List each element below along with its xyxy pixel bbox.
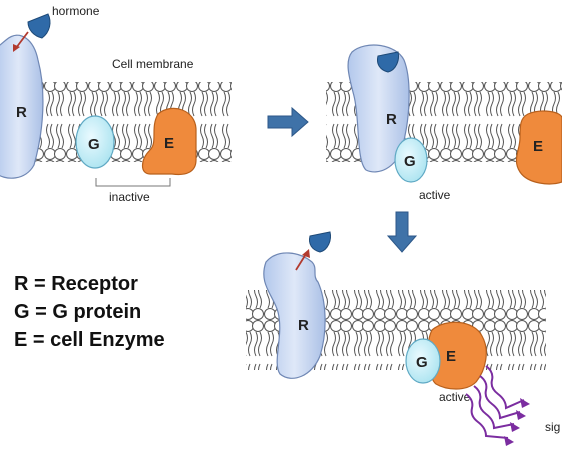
signal-arrowhead (516, 410, 526, 420)
panel-g-active: R G E active (326, 44, 562, 202)
enzyme-label: E (533, 138, 543, 155)
g-protein-shape (394, 137, 428, 183)
cell-membrane-label: Cell membrane (112, 57, 194, 71)
hormone-shape (27, 13, 51, 39)
receptor-shape (347, 44, 410, 173)
receptor-label: R (298, 317, 309, 334)
signal-wave (473, 385, 515, 430)
inactive-bracket (95, 178, 171, 187)
legend-enzyme: E = cell Enzyme (14, 329, 165, 351)
binding-arrow (15, 31, 29, 49)
signal-waves (465, 365, 525, 439)
enzyme-shape (141, 107, 197, 176)
receptor-label: R (386, 111, 397, 128)
hormone-shape (377, 51, 399, 73)
receptor-shape (0, 34, 44, 179)
signal-label: sig (545, 420, 560, 434)
enzyme-shape (515, 110, 562, 185)
g-protein-label: G (404, 153, 416, 170)
signal-wave (465, 393, 509, 439)
enzyme-label: E (446, 348, 456, 365)
hormone-shape (309, 231, 331, 253)
signal-arrowheads (504, 398, 530, 446)
active-label-bottom: active (439, 390, 471, 404)
panel-signaling: R E G active sig (246, 231, 560, 446)
step-arrow-right (267, 106, 309, 138)
legend: R = Receptor G = G protein E = cell Enzy… (14, 273, 165, 351)
g-protein-label: G (416, 354, 428, 371)
g-protein-shape (405, 338, 441, 384)
binding-arrowhead (13, 44, 20, 52)
signal-arrowhead (504, 436, 514, 446)
signal-wave (485, 365, 525, 410)
release-arrowhead (302, 249, 310, 258)
step-arrow-down (386, 211, 418, 253)
receptor-label: R (16, 104, 27, 121)
enzyme-label: E (164, 135, 174, 152)
signal-wave (479, 375, 521, 420)
release-arrow (295, 253, 307, 271)
legend-receptor: R = Receptor (14, 273, 138, 295)
g-protein-label: G (88, 136, 100, 153)
signal-arrowhead (510, 422, 520, 432)
legend-g-protein: G = G protein (14, 301, 141, 323)
hormone-label: hormone (52, 4, 100, 18)
g-protein-shape (75, 115, 115, 169)
receptor-shape (263, 252, 326, 379)
active-label-top: active (419, 188, 451, 202)
signal-arrowhead (520, 398, 530, 408)
inactive-label: inactive (109, 190, 150, 204)
panel-inactive: R G E hormone Cell membrane inactive (0, 4, 232, 204)
